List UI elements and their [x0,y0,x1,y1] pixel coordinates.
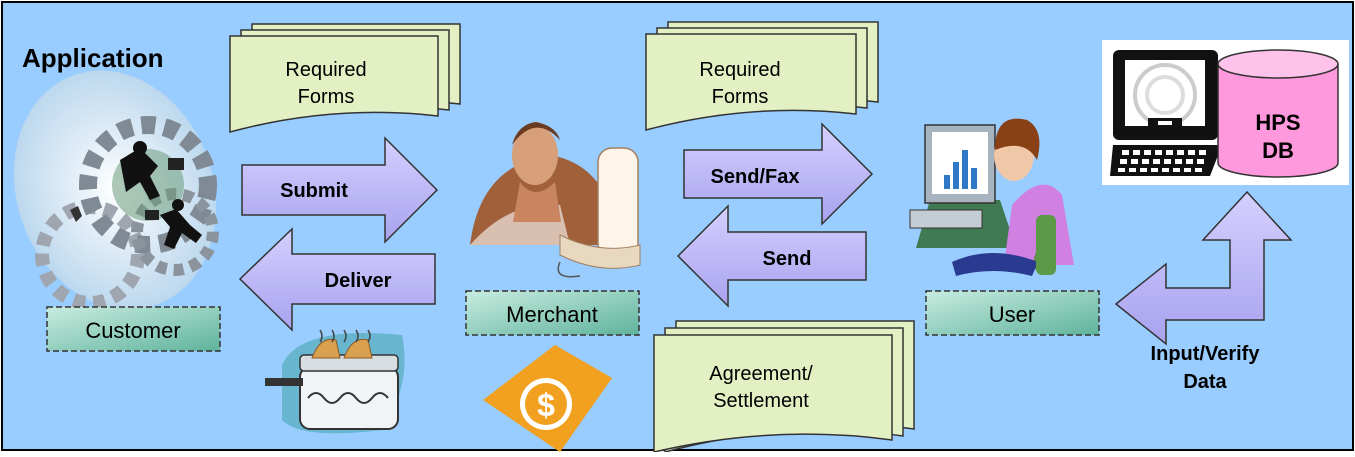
input-verify-line1: Input/Verify [1151,343,1261,365]
toaster-icon [265,329,405,434]
user-label-text: User [989,302,1035,327]
customer-label-text: Customer [85,318,180,343]
agreement-settlement-doc-stack: Agreement/ Settlement [653,320,915,453]
required-forms-right-line2: Forms [712,86,769,108]
computer-terminal-icon [1110,50,1222,176]
merchant-at-computer-icon [470,122,641,278]
agreement-settlement-line1: Agreement/ [709,363,813,385]
input-verify-line2: Data [1183,371,1227,393]
user-label: User [925,290,1100,336]
send-fax-arrow: Send/Fax [683,122,874,226]
svg-text:$: $ [537,387,555,423]
customer-label: Customer [46,306,221,352]
user-at-computer-icon [909,118,1074,276]
submit-arrow-label: Submit [280,180,348,202]
page-title: Application [22,43,164,73]
required-forms-doc-stack-left: Required Forms [229,23,461,133]
agreement-settlement-line2: Settlement [713,390,809,412]
submit-arrow: Submit [241,136,439,244]
required-forms-left-line2: Forms [298,86,355,108]
required-forms-left-line1: Required [285,59,366,81]
send-arrow: Send [676,204,867,308]
database-cylinder-icon: HPS DB [1217,49,1339,178]
send-arrow-label: Send [763,248,812,270]
running-businessmen-icon [13,70,219,310]
required-forms-right-line1: Required [699,59,780,81]
database-label-line1: HPS [1255,110,1300,135]
input-verify-bent-arrow [1114,190,1293,346]
merchant-label: Merchant [465,290,640,336]
send-fax-arrow-label: Send/Fax [711,166,800,188]
dollar-coin-icon: $ [483,345,612,452]
merchant-label-text: Merchant [506,302,598,327]
deliver-arrow: Deliver [238,227,436,332]
deliver-arrow-label: Deliver [325,270,392,292]
required-forms-doc-stack-right: Required Forms [645,21,879,131]
database-label-line2: DB [1262,138,1294,163]
